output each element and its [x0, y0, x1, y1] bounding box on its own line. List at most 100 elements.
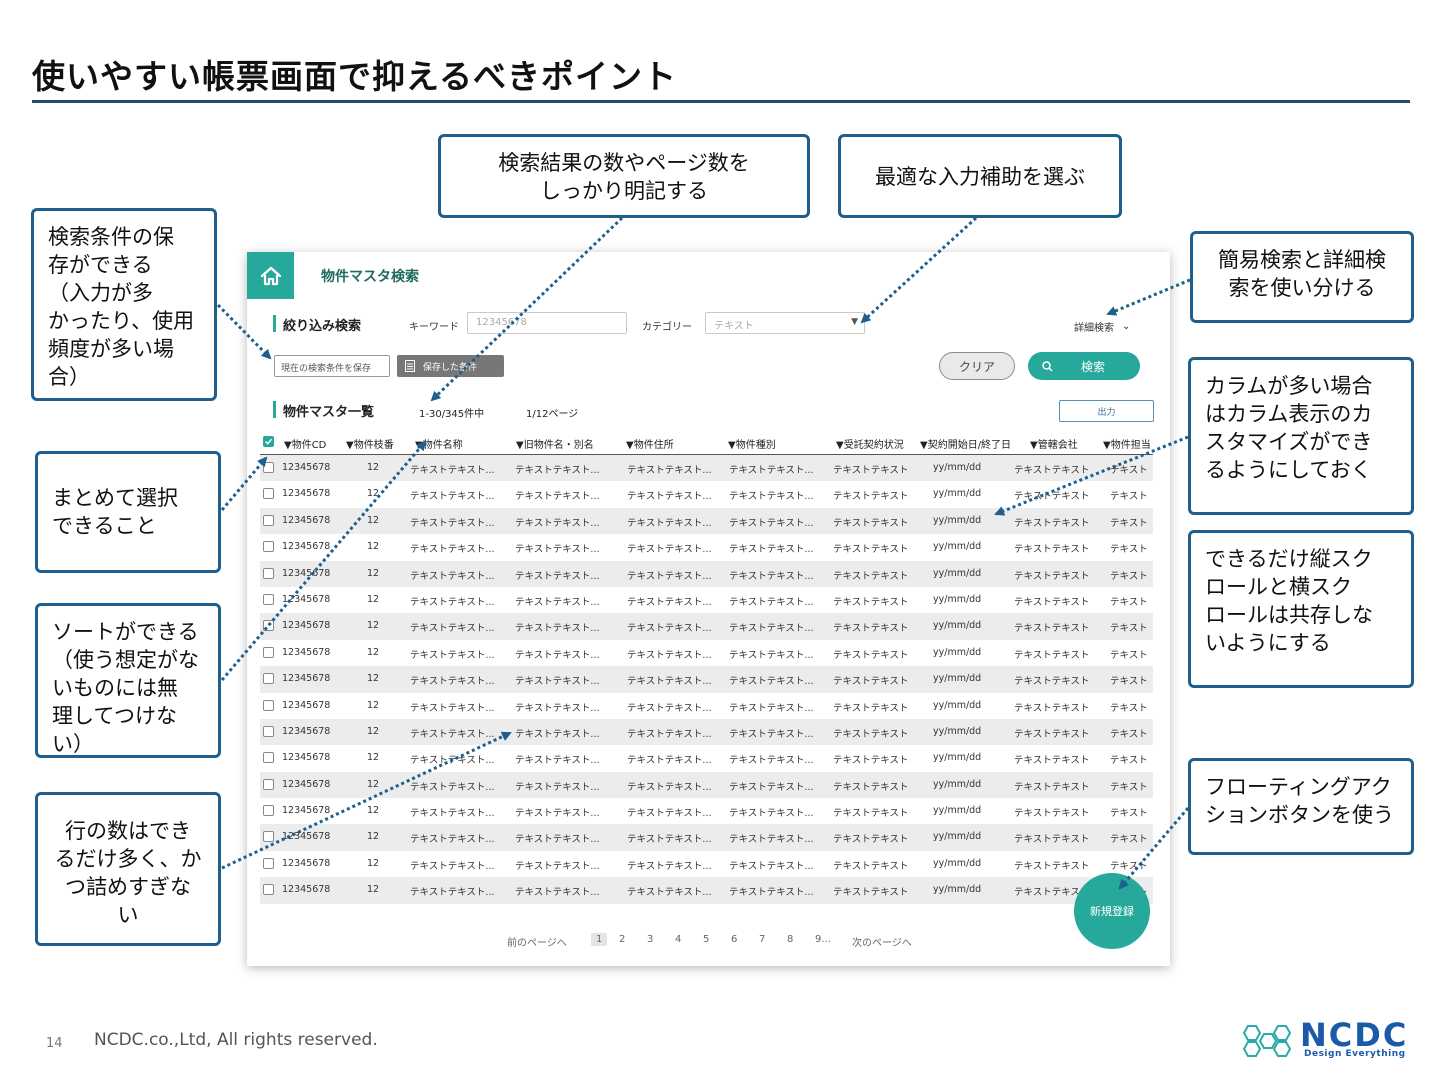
- save-condition-button[interactable]: 現在の検索条件を保存: [274, 355, 390, 377]
- table-cell: テキストテキスト: [1014, 544, 1090, 556]
- table-cell: テキストテキスト: [1014, 676, 1090, 688]
- row-checkbox[interactable]: [263, 725, 274, 737]
- table-cell: 12: [367, 857, 380, 869]
- callout-column-customize: カラムが多い場合 はカラム表示のカ スタマイズができ るようにしておく: [1188, 357, 1414, 515]
- row-checkbox[interactable]: [263, 778, 274, 790]
- row-checkbox[interactable]: [263, 593, 274, 605]
- prev-page-link[interactable]: 前のページへ: [507, 938, 567, 949]
- column-header[interactable]: ▼物件枝番: [346, 440, 394, 451]
- page-link[interactable]: 5: [703, 934, 710, 945]
- row-checkbox[interactable]: [263, 646, 274, 658]
- page-link[interactable]: 7: [759, 934, 766, 945]
- row-checkbox[interactable]: [263, 699, 274, 711]
- category-select[interactable]: テキスト ▼: [705, 312, 865, 334]
- saved-conditions-button[interactable]: 保存した条件: [397, 355, 504, 377]
- row-checkbox[interactable]: [263, 752, 274, 764]
- search-button[interactable]: 検索: [1028, 352, 1140, 380]
- table-cell: テキストテキスト...: [627, 808, 712, 820]
- table-cell: yy/mm/dd: [933, 831, 982, 843]
- column-header[interactable]: ▼物件担当: [1103, 440, 1151, 451]
- table-cell: テキストテキスト: [833, 860, 909, 872]
- page-link[interactable]: 8: [787, 934, 794, 945]
- table-cell: テキストテキスト...: [627, 517, 712, 529]
- table-cell: テキストテキスト...: [410, 728, 495, 740]
- row-checkbox[interactable]: [263, 488, 274, 500]
- row-checkbox[interactable]: [263, 857, 274, 869]
- next-page-link[interactable]: 次のページへ: [852, 938, 912, 949]
- table-cell: テキストテキスト...: [410, 702, 495, 714]
- row-checkbox[interactable]: [263, 567, 274, 579]
- chevron-down-icon: ⌄: [1122, 321, 1131, 332]
- column-header[interactable]: ▼旧物件名・別名: [516, 440, 594, 451]
- table-cell: テキストテキスト...: [729, 491, 814, 503]
- column-header[interactable]: ▼物件住所: [626, 440, 674, 451]
- page-link[interactable]: 4: [675, 934, 682, 945]
- table-cell: テキスト: [1110, 676, 1148, 688]
- row-checkbox[interactable]: [263, 462, 274, 473]
- table-cell: テキストテキスト...: [729, 887, 814, 899]
- clear-button[interactable]: クリア: [939, 352, 1015, 380]
- column-header[interactable]: ▼管轄会社: [1030, 440, 1078, 451]
- column-header[interactable]: ▼物件CD: [284, 440, 327, 451]
- logo-text: NCDC: [1300, 1016, 1409, 1054]
- row-checkbox[interactable]: [263, 884, 274, 896]
- column-header[interactable]: ▼物件名称: [415, 440, 463, 451]
- column-header[interactable]: ▼契約開始日/終了日: [920, 440, 1012, 451]
- page-link[interactable]: 9...: [815, 934, 831, 945]
- column-header[interactable]: ▼物件種別: [728, 440, 776, 451]
- table-cell: yy/mm/dd: [933, 567, 982, 579]
- table-cell: テキスト: [1110, 755, 1148, 767]
- page-link[interactable]: 3: [647, 934, 654, 945]
- table-cell: テキストテキスト...: [410, 570, 495, 582]
- row-checkbox[interactable]: [263, 831, 274, 843]
- page-link[interactable]: 1: [591, 933, 608, 946]
- table-cell: 12345678: [282, 805, 331, 817]
- table-cell: 12: [367, 462, 380, 473]
- row-checkbox[interactable]: [263, 620, 274, 632]
- page-link[interactable]: 6: [731, 934, 738, 945]
- table-cell: テキスト: [1110, 623, 1148, 635]
- home-button[interactable]: [247, 252, 294, 299]
- table-cell: テキスト: [1110, 491, 1148, 503]
- row-checkbox[interactable]: [263, 541, 274, 553]
- table-cell: 12: [367, 488, 380, 500]
- export-button[interactable]: 出力: [1059, 400, 1154, 422]
- table-cell: テキストテキスト: [833, 755, 909, 767]
- select-all-checkbox[interactable]: [263, 436, 274, 447]
- row-checkbox[interactable]: [263, 805, 274, 817]
- check-icon: [264, 438, 273, 445]
- table-cell: テキスト: [1110, 702, 1148, 714]
- table-cell: 12: [367, 884, 380, 896]
- table-cell: テキストテキスト...: [627, 834, 712, 846]
- keyword-input[interactable]: 12345678: [467, 312, 627, 334]
- title-rule: [32, 100, 1410, 103]
- table-cell: テキスト: [1110, 596, 1148, 608]
- column-header[interactable]: ▼受託契約状況: [836, 440, 904, 451]
- detail-search-toggle[interactable]: 詳細検索 ⌄: [1074, 319, 1130, 334]
- table-cell: テキストテキスト: [833, 808, 909, 820]
- row-checkbox[interactable]: [263, 514, 274, 526]
- table-cell: 12345678: [282, 831, 331, 843]
- new-registration-fab[interactable]: 新規登録: [1074, 873, 1150, 949]
- page-link[interactable]: 2: [619, 934, 626, 945]
- table-cell: テキストテキスト...: [729, 728, 814, 740]
- row-checkbox[interactable]: [263, 673, 274, 685]
- table-cell: テキストテキスト...: [410, 887, 495, 899]
